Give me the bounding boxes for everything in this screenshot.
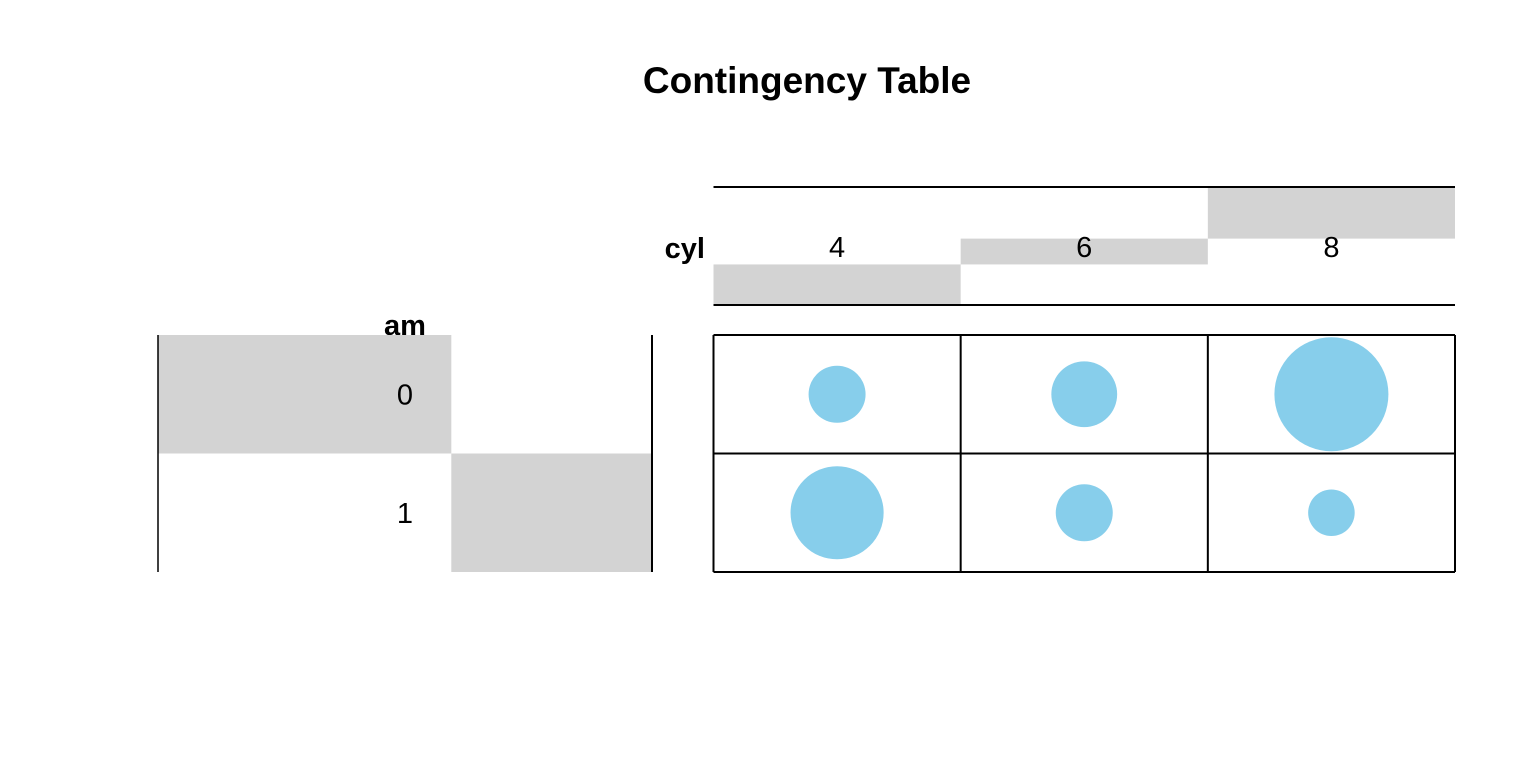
column-variable-label: cyl xyxy=(665,233,705,265)
bubble-am1-cyl8 xyxy=(1308,489,1355,537)
column-level-label: 6 xyxy=(1076,232,1092,264)
bubble-am0-cyl8 xyxy=(1274,337,1389,452)
column-level-label: 4 xyxy=(829,232,845,264)
bubble-am1-cyl6 xyxy=(1055,484,1113,542)
row-level-label: 0 xyxy=(397,379,413,411)
cell-bubbles xyxy=(790,337,1389,560)
row-marginal-bar-1 xyxy=(451,453,652,572)
bubble-am1-cyl4 xyxy=(790,466,884,560)
table-lines xyxy=(157,186,1456,573)
row-marginal-bar-0 xyxy=(158,335,452,454)
column-marginal-bar-4 xyxy=(713,264,961,305)
chart-title: Contingency Table xyxy=(643,60,971,101)
column-marginal-bar-6 xyxy=(960,238,1208,265)
column-marginal-bar-8 xyxy=(1207,187,1455,239)
bubble-am0-cyl4 xyxy=(808,365,866,423)
row-level-label: 1 xyxy=(397,498,413,530)
marginal-bars xyxy=(158,187,1455,572)
column-level-label: 8 xyxy=(1323,232,1339,264)
level-labels: 4 6 8 0 1 xyxy=(397,232,1340,530)
bubble-am0-cyl6 xyxy=(1051,361,1118,428)
